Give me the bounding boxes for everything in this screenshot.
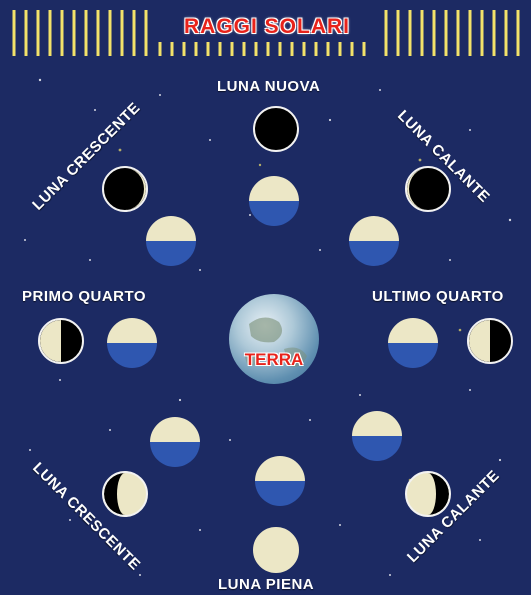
orbit-moon-top [249, 176, 299, 226]
label-last-quarter: ULTIMO QUARTO [372, 288, 504, 305]
orbit-moon-right [388, 318, 438, 368]
sun-rays-title: RAGGI SOLARI [183, 15, 350, 38]
orbit-moon-upper-right [349, 216, 399, 266]
orbit-moon-lower-right [352, 411, 402, 461]
phase-waxing-gibbous-icon [102, 471, 148, 517]
orbit-moon-lower-left [150, 417, 200, 467]
orbit-moon-bottom [255, 456, 305, 506]
orbit-moon-left [107, 318, 157, 368]
label-new-moon: LUNA NUOVA [217, 78, 321, 95]
phase-new-moon-icon [253, 106, 299, 152]
label-first-quarter: PRIMO QUARTO [22, 288, 147, 305]
phase-first-quarter-icon [38, 318, 84, 364]
phase-last-quarter-icon [467, 318, 513, 364]
sun-rays [12, 10, 520, 56]
earth-globe [229, 294, 319, 384]
phase-waxing-crescent-icon [102, 166, 148, 212]
label-full-moon: LUNA PIENA [218, 576, 315, 593]
earth-label: TERRA [244, 350, 304, 369]
orbit-moon-upper-left [146, 216, 196, 266]
phase-waning-crescent-icon [405, 166, 451, 212]
phase-full-moon-icon [253, 527, 299, 573]
phase-waning-gibbous-icon [405, 471, 451, 517]
